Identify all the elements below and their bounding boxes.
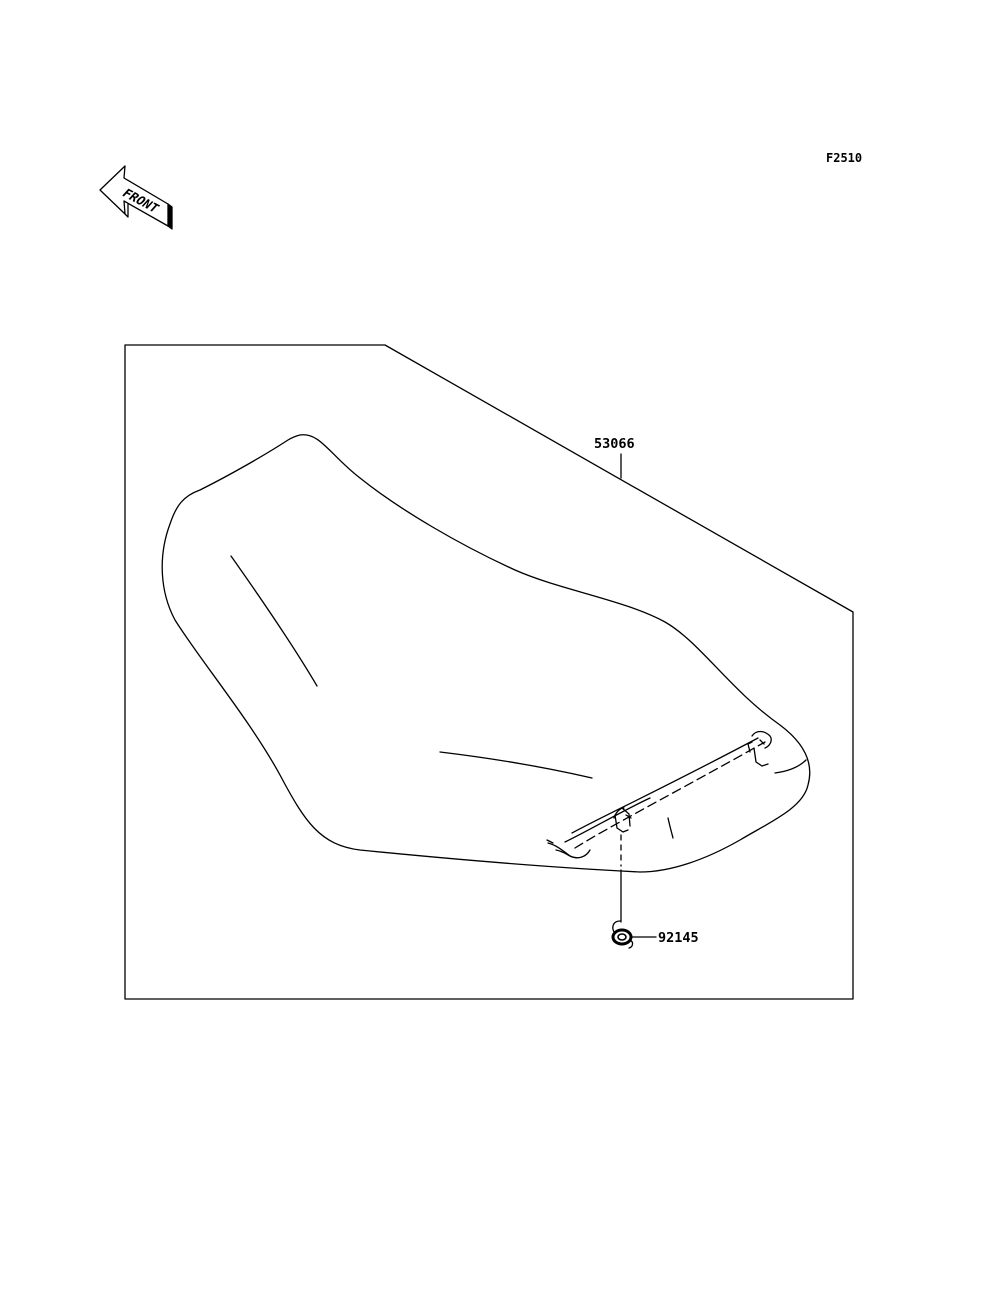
assembly-frame — [124, 344, 854, 1000]
front-arrow-icon: FRONT — [99, 165, 173, 230]
part-number-92145: 92145 — [658, 930, 699, 946]
spring-icon — [611, 920, 634, 949]
seat-icon — [161, 434, 811, 873]
figure-code: F2510 — [826, 151, 862, 165]
part-number-53066: 53066 — [594, 436, 635, 452]
